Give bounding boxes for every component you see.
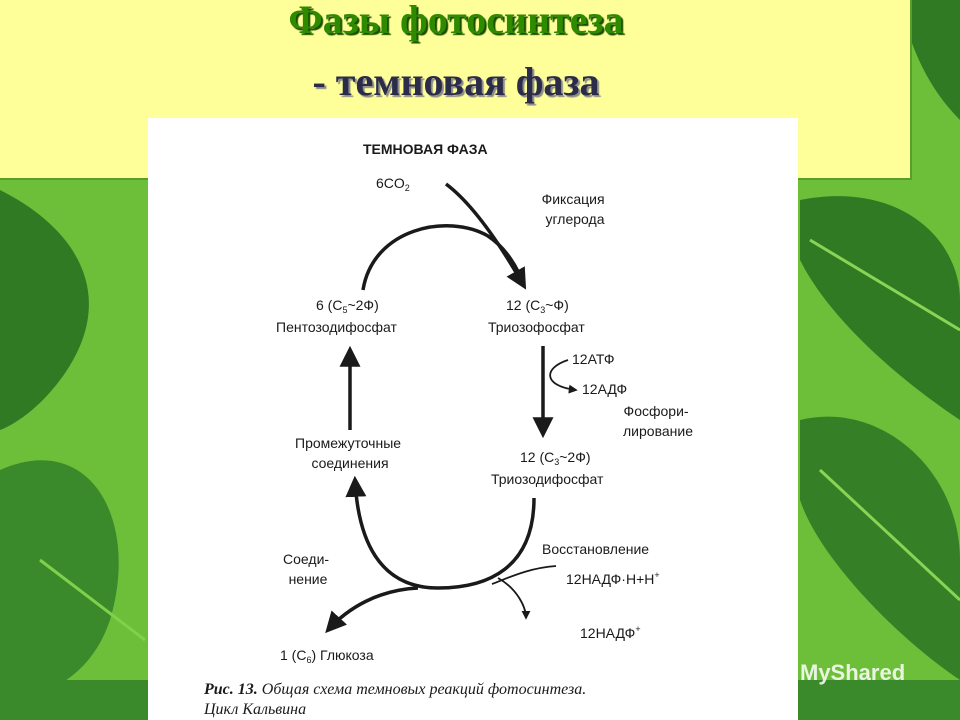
slide-subtitle: - темновая фаза: [312, 59, 600, 104]
co2-input-arrow: [444, 182, 527, 290]
reduction-arc: [345, 475, 536, 590]
glucose-branch-arrow: [325, 586, 419, 634]
triose-diphosphate-name: Триозодифосфат: [491, 471, 604, 487]
caption-label: Рис. 13.: [204, 681, 258, 698]
triose-formula: 12 (C3~Ф): [506, 297, 569, 315]
triose-name: Триозофосфат: [488, 319, 585, 335]
nadp-label: 12НАДФ+: [580, 624, 641, 641]
presentation-board-icon: [768, 661, 794, 686]
atp-label: 12АТФ: [572, 351, 615, 367]
calvin-cycle-diagram: ТЕМНОВАЯ ФАЗА 6CO2 Фиксация углерода 6 (…: [276, 141, 693, 665]
figure-caption: Рис. 13. Общая схема темновых реакций фо…: [204, 680, 784, 720]
nadp-output-arrow: [497, 577, 531, 620]
adp-label: 12АДФ: [582, 381, 627, 397]
diagram-heading: ТЕМНОВАЯ ФАЗА: [363, 141, 488, 157]
glucose-label: 1 (C6) Глюкоза: [280, 647, 374, 665]
myshared-watermark: MyShared: [768, 658, 905, 688]
pentose-name: Пентозодифосфат: [276, 319, 397, 335]
nadph-label: 12НАДФ·Н+Н+: [566, 570, 660, 587]
triose-diphosphate-formula: 12 (C3~2Ф): [520, 449, 591, 467]
watermark-brand: MyShared: [800, 660, 906, 685]
intermediate-label: Промежуточные соединения: [295, 435, 405, 471]
fixation-arc-arrow: [361, 224, 526, 291]
nadph-input-line: [491, 565, 557, 585]
slide-title: Фазы фотосинтеза: [288, 0, 624, 42]
diagram-panel: ТЕМНОВАЯ ФАЗА 6CO2 Фиксация углерода 6 (…: [148, 118, 798, 720]
atp-adp-arrow: [549, 359, 578, 394]
reduction-label: Восстановление: [542, 541, 649, 557]
phosphorylation-label: Фосфори- лирование: [623, 403, 693, 439]
pentose-formula: 6 (C5~2Ф): [316, 297, 379, 315]
co2-label: 6CO2: [376, 175, 410, 193]
fixation-label: Фиксация углерода: [542, 191, 609, 227]
caption-text: Общая схема темновых реакций фотосинтеза…: [257, 681, 587, 698]
caption-subtitle: Цикл Кальвина: [204, 701, 307, 718]
join-label: Соеди- нение: [283, 551, 333, 587]
